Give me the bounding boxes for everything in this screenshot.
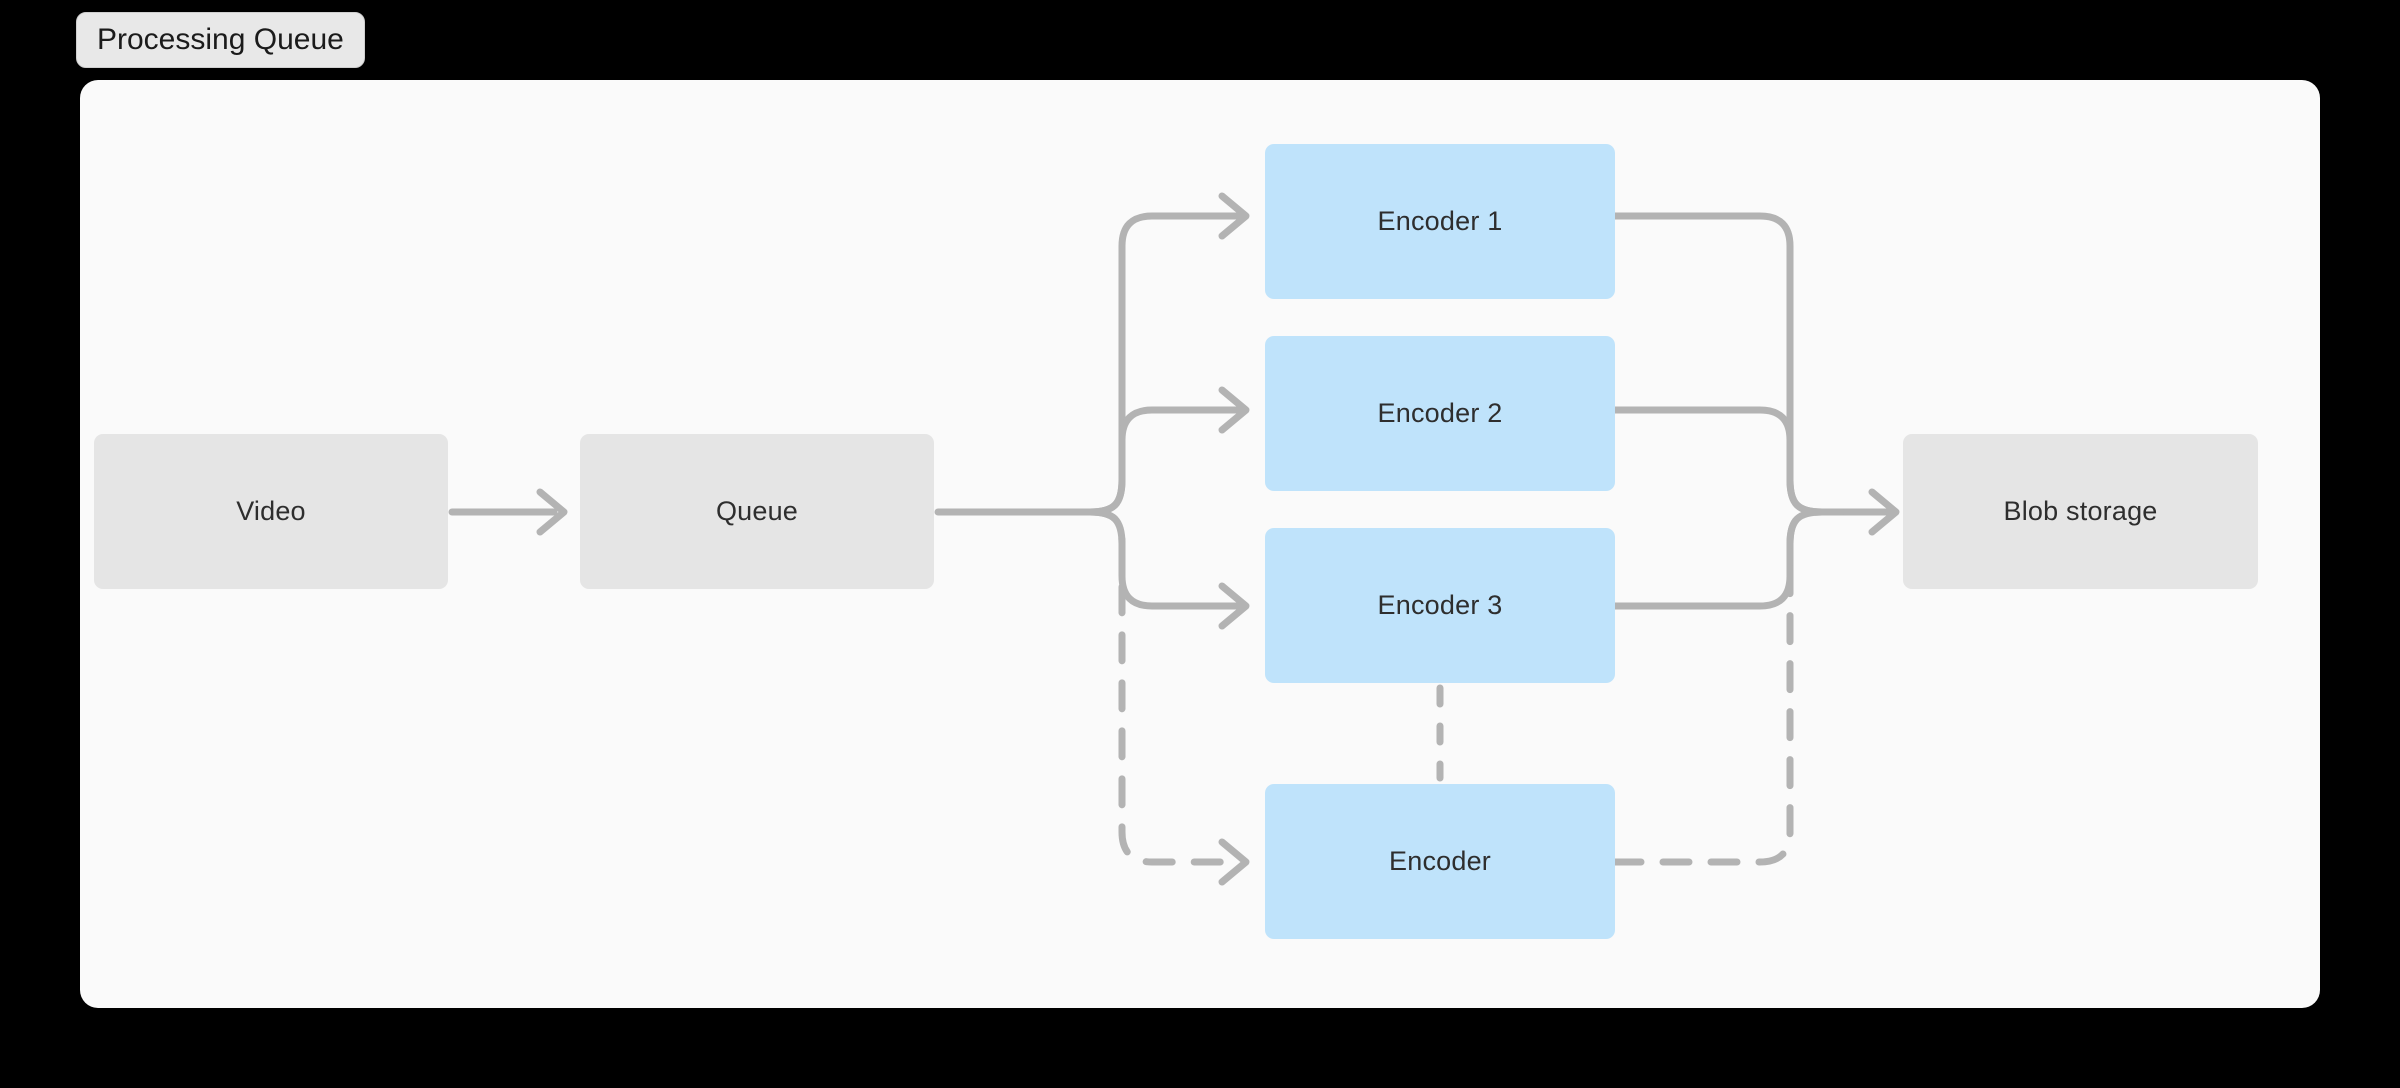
node-encoder-1-label: Encoder 1 [1377,206,1503,236]
diagram-title-badge[interactable]: Processing Queue [76,12,365,68]
node-queue-label: Queue [715,496,799,526]
node-blob-storage-label: Blob storage [2003,496,2158,526]
node-encoder-3-label: Encoder 3 [1377,590,1503,620]
node-encoder-2[interactable]: Encoder 2 [1265,336,1615,491]
edge-queue-to-encoder-1 [1086,192,1250,516]
edge-video-to-queue [448,488,568,536]
diagram-canvas[interactable]: Video Queue Encoder 1 Encoder 2 Encoder … [80,80,2320,1008]
node-encoder-3[interactable]: Encoder 3 [1265,528,1615,683]
edge-queue-to-encoder-3 [1086,508,1250,630]
edge-queue-to-encoder-n [1086,508,1250,886]
edge-encoder-2-to-blob [1611,406,1874,516]
node-encoder-n-label: Encoder [1389,846,1491,876]
edge-layer [448,192,1900,886]
node-queue[interactable]: Queue [580,434,934,589]
node-blob-storage[interactable]: Blob storage [1903,434,2258,589]
node-video[interactable]: Video [94,434,448,589]
edge-encoder-3-to-blob [1611,508,1874,610]
edge-encoder-1-to-blob [1611,212,1874,516]
node-encoder-2-label: Encoder 2 [1377,398,1503,428]
edge-encoder-n-to-blob [1611,508,1874,866]
node-encoder-1[interactable]: Encoder 1 [1265,144,1615,299]
diagram-title-label: Processing Queue [97,23,344,56]
edge-merge-arrowhead-blob [1866,488,1900,536]
node-encoder-n[interactable]: Encoder [1265,784,1615,939]
edge-queue-to-encoder-2 [1086,386,1250,516]
node-video-label: Video [236,496,306,526]
